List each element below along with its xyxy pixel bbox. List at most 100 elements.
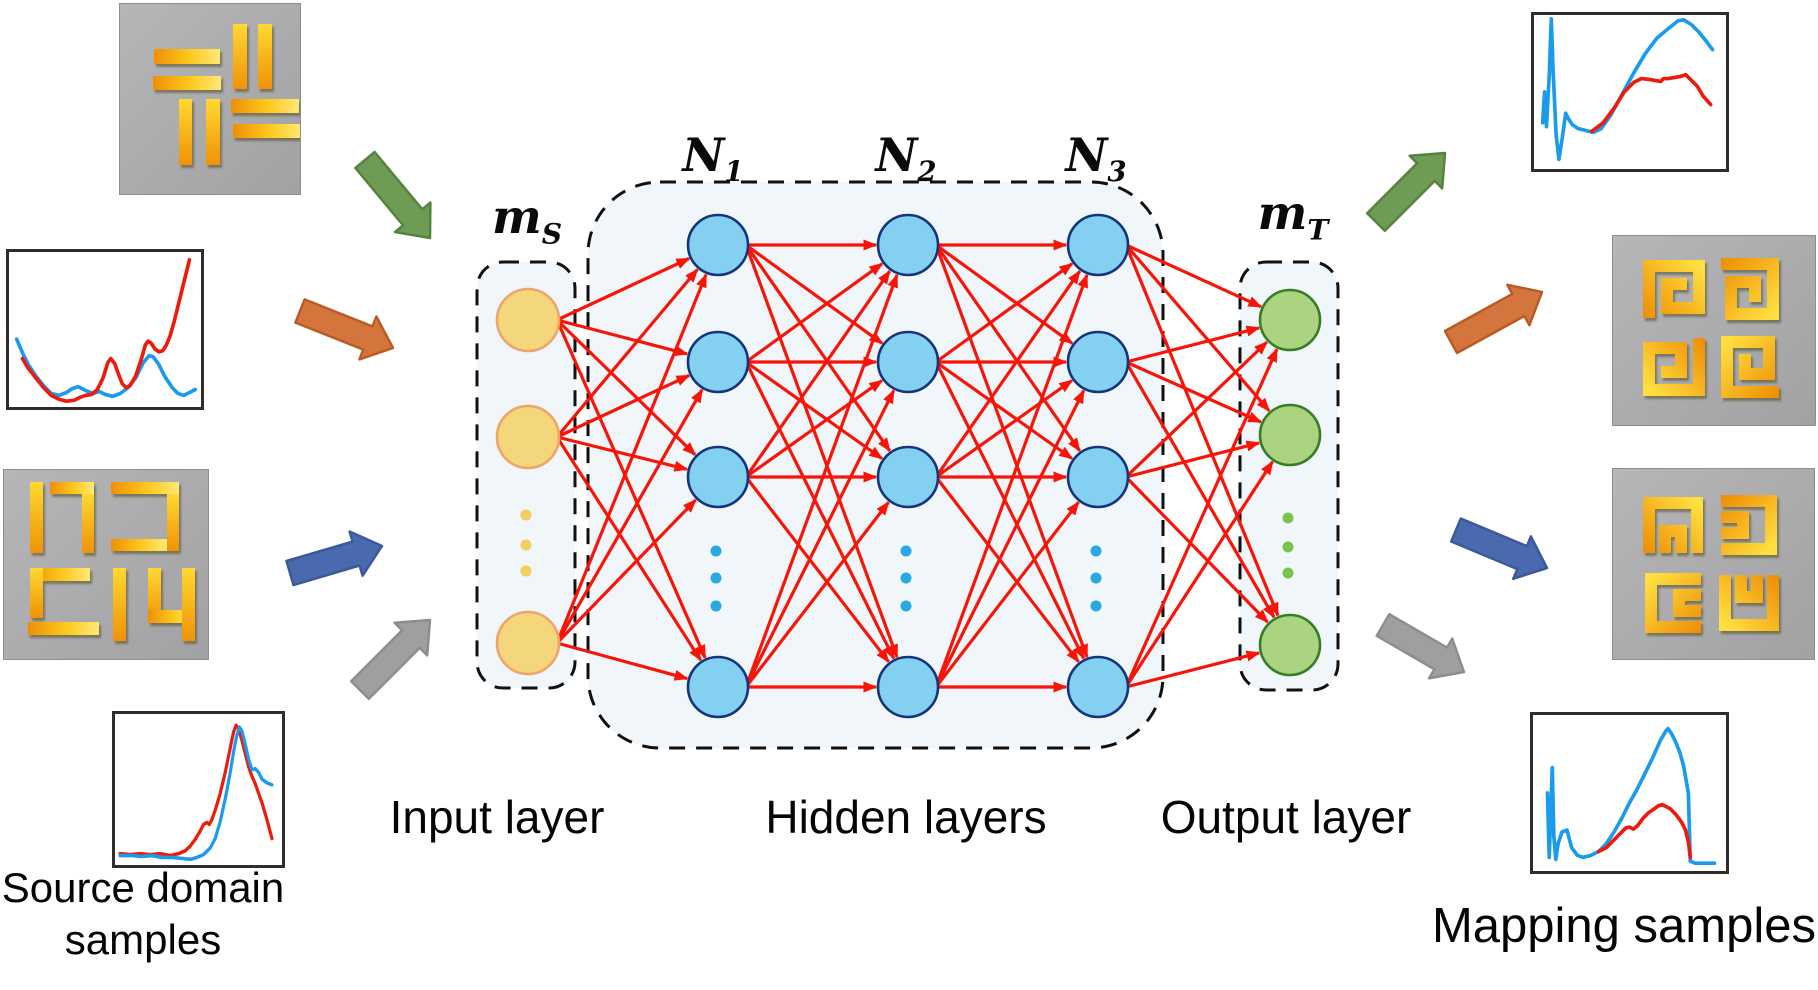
output-node bbox=[1258, 288, 1322, 352]
hidden-node bbox=[686, 330, 750, 394]
edge bbox=[1124, 460, 1274, 688]
hidden-node bbox=[876, 330, 940, 394]
hidden-ellipsis-dot bbox=[1090, 600, 1102, 612]
hidden-layer-label-3-sub: 3 bbox=[1107, 155, 1127, 189]
hidden-ellipsis-dot bbox=[710, 545, 722, 557]
edge bbox=[934, 269, 1082, 478]
edge bbox=[556, 435, 689, 472]
hidden-node bbox=[876, 445, 940, 509]
edge bbox=[745, 360, 884, 460]
brackets-pattern-graphic bbox=[28, 482, 195, 641]
hidden-layers-box bbox=[586, 180, 1165, 750]
edge bbox=[744, 244, 892, 453]
hidden-layer-label-1: N1 bbox=[682, 128, 743, 188]
hidden-layer-label-1-base: N bbox=[682, 128, 725, 182]
output-vector-label-sub: T bbox=[1307, 213, 1329, 247]
output-vector-label-base: m bbox=[1257, 186, 1308, 241]
mapped-spectrum-plot-1 bbox=[1531, 12, 1729, 172]
hidden-ellipsis-dot bbox=[1090, 572, 1102, 584]
edge bbox=[744, 501, 890, 688]
brackets-pattern-graphic bbox=[1643, 495, 1779, 633]
spectrum-curves bbox=[118, 723, 274, 862]
edge bbox=[934, 389, 1086, 688]
mapped-spectrum-plot-2 bbox=[1530, 712, 1729, 874]
flow-arrows bbox=[285, 150, 1549, 701]
output-layer-caption: Output layer bbox=[1160, 791, 1412, 843]
source-spectrum-plot-2 bbox=[112, 711, 285, 868]
output-ellipsis-dot bbox=[1282, 541, 1294, 553]
edge bbox=[934, 244, 1082, 453]
edge bbox=[934, 361, 1086, 660]
hidden-ellipsis-dot bbox=[900, 572, 912, 584]
input-node bbox=[495, 610, 561, 676]
arrow-left-blue bbox=[285, 530, 384, 587]
source-domain-caption: Source domain samples bbox=[2, 862, 285, 966]
output-ellipsis-dot bbox=[1282, 512, 1294, 524]
hidden-layer-label-1-sub: 1 bbox=[724, 155, 744, 189]
edge bbox=[935, 243, 1074, 345]
mapping-samples-caption: Mapping samples bbox=[1431, 899, 1817, 953]
output-node bbox=[1258, 403, 1322, 467]
edge bbox=[1125, 650, 1261, 689]
hidden-ellipsis-dot bbox=[900, 545, 912, 557]
hidden-ellipsis-dot bbox=[900, 600, 912, 612]
input-vector-label-base: m bbox=[491, 190, 542, 245]
edge bbox=[744, 273, 899, 688]
edge bbox=[745, 262, 884, 364]
edge bbox=[556, 374, 691, 439]
edge bbox=[1125, 440, 1261, 479]
edge bbox=[934, 244, 1089, 659]
hidden-node bbox=[686, 655, 750, 719]
input-ellipsis-dot bbox=[520, 539, 532, 551]
hidden-layer-label-2-sub: 2 bbox=[917, 155, 937, 189]
network-nodes bbox=[495, 213, 1322, 719]
edge bbox=[934, 476, 1080, 663]
edge bbox=[555, 498, 697, 645]
arrow-left-green bbox=[354, 150, 432, 240]
mapped-metasurface-pattern-brackets bbox=[1612, 468, 1815, 660]
edge bbox=[934, 273, 1089, 688]
edge bbox=[744, 389, 896, 688]
edge bbox=[935, 360, 1074, 460]
source-metasurface-pattern-bars bbox=[119, 3, 301, 195]
hidden-node bbox=[1066, 655, 1130, 719]
hidden-ellipsis-dot bbox=[710, 572, 722, 584]
edge bbox=[1124, 347, 1279, 688]
hidden-node bbox=[686, 213, 750, 277]
arrow-left-orange bbox=[294, 298, 395, 361]
edge bbox=[555, 273, 708, 644]
hidden-layer-label-3-base: N bbox=[1065, 128, 1108, 182]
edge bbox=[555, 268, 699, 439]
arrow-right-orange bbox=[1443, 283, 1544, 355]
input-layer-caption: Input layer bbox=[389, 791, 605, 843]
hidden-layers-caption: Hidden layers bbox=[765, 791, 1047, 843]
hidden-node bbox=[686, 445, 750, 509]
spectrum-curves bbox=[1545, 726, 1717, 866]
output-node bbox=[1258, 613, 1322, 677]
edge bbox=[555, 319, 707, 660]
edge bbox=[1124, 244, 1280, 617]
edge bbox=[555, 318, 697, 456]
arrow-right-gray bbox=[1375, 612, 1466, 680]
input-layer-box bbox=[475, 260, 577, 690]
hidden-node bbox=[876, 655, 940, 719]
edge bbox=[1124, 243, 1271, 412]
edge bbox=[1125, 243, 1263, 309]
hidden-layer-label-2: N2 bbox=[875, 128, 936, 188]
input-ellipsis-dot bbox=[520, 509, 532, 521]
maze-pattern-graphic bbox=[1643, 258, 1779, 398]
edge bbox=[1124, 361, 1276, 619]
edge bbox=[555, 436, 703, 662]
input-vector-label-sub: S bbox=[541, 217, 563, 251]
hidden-node bbox=[1066, 213, 1130, 277]
source-metasurface-pattern-brackets bbox=[3, 469, 209, 660]
edge bbox=[1125, 325, 1261, 364]
input-ellipsis-dot bbox=[520, 565, 532, 577]
output-ellipsis-dot bbox=[1282, 567, 1294, 579]
arrow-left-gray bbox=[349, 618, 432, 701]
edge bbox=[1124, 475, 1269, 624]
layer-boxes bbox=[475, 180, 1340, 750]
hidden-node bbox=[1066, 445, 1130, 509]
edge bbox=[745, 243, 884, 345]
